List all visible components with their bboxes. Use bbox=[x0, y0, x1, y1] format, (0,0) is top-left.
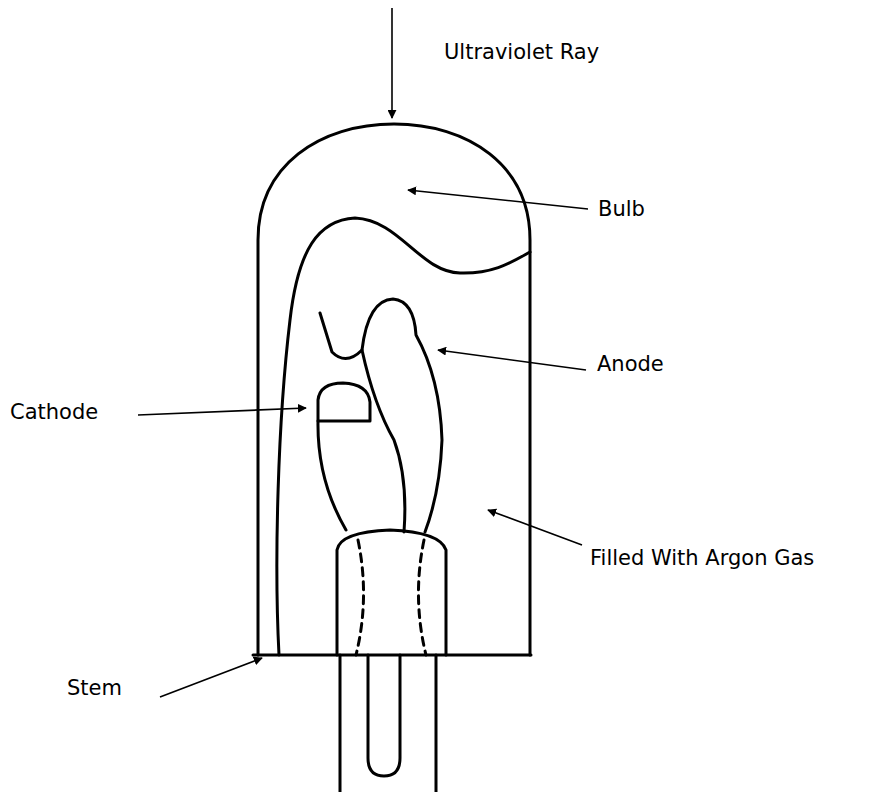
leader-line bbox=[160, 658, 262, 697]
stem-base bbox=[253, 654, 531, 657]
anode bbox=[320, 299, 442, 532]
cathode-wire bbox=[318, 421, 346, 530]
part-label: Ultraviolet Ray bbox=[444, 40, 599, 65]
uv-ray-arrow bbox=[391, 8, 393, 118]
anode-inner bbox=[362, 350, 405, 532]
leader-line bbox=[408, 190, 588, 209]
leader-line bbox=[488, 510, 582, 545]
bulb-outline bbox=[258, 124, 530, 655]
inner-glass bbox=[277, 218, 530, 655]
pin bbox=[340, 655, 436, 792]
stem-press bbox=[337, 530, 446, 655]
part-label: Cathode bbox=[10, 400, 98, 425]
part-label: Bulb bbox=[598, 197, 645, 222]
cathode bbox=[318, 383, 370, 421]
part-label: Filled With Argon Gas bbox=[590, 546, 814, 571]
lead-dashed bbox=[356, 540, 364, 655]
part-label: Anode bbox=[597, 352, 664, 377]
exhaust-tube bbox=[368, 655, 400, 776]
part-label: Stem bbox=[67, 676, 122, 701]
lead-dashed bbox=[418, 540, 426, 655]
leader-line bbox=[438, 350, 586, 370]
leader-line bbox=[138, 408, 306, 415]
